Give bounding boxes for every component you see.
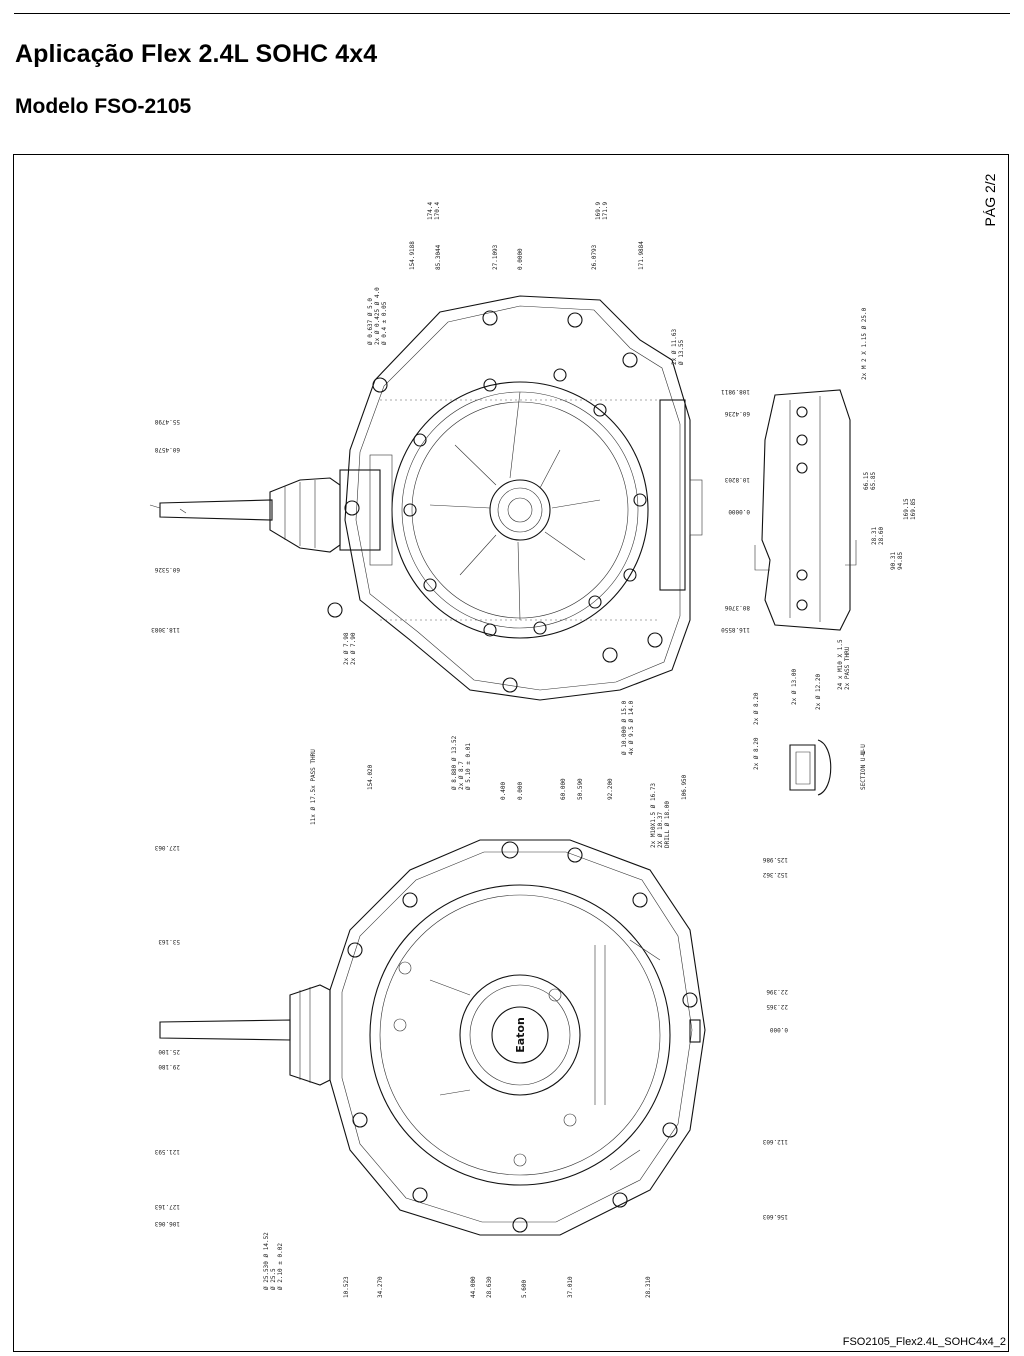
dim-label: 53.163 — [158, 938, 180, 945]
callout: Ø 8.880 Ø 13.522x Ø 8.7Ø 5.10 ± 0.01 — [451, 735, 472, 790]
section-dim: 90.3194.85 — [890, 552, 904, 570]
dim-label: 127.063 — [154, 844, 180, 851]
callout: 2x Ø 7.982x Ø 7.90 — [343, 632, 357, 665]
eaton-logo: Eaton — [514, 1017, 527, 1053]
dim-label: 116.8550 — [721, 626, 750, 633]
dim-label: 171.9884 — [638, 241, 645, 270]
dim-label: 60.000 — [560, 778, 567, 800]
dim-label: 55.4798 — [154, 418, 180, 425]
dim-label: 5.600 — [521, 1280, 528, 1298]
dim-label: 152.362 — [762, 871, 788, 878]
dimension-labels: 55.4798 60.4578 60.5326 118.3083 127.063… — [151, 202, 788, 1298]
section-dim: 169.15169.85 — [903, 498, 917, 520]
drawing-frame — [13, 154, 1009, 1352]
callout: U-U — [860, 744, 867, 755]
dim-label: 112.603 — [762, 1138, 788, 1145]
callout: Ø 0.637 Ø 5.02x Ø 0.425 Ø 4.0Ø 0.4 ± 0.0… — [367, 287, 388, 345]
dim-label: 28.630 — [486, 1276, 493, 1298]
header-rule — [14, 13, 1010, 14]
dim-label: 25.100 — [158, 1048, 180, 1055]
callout: 2x Ø 8.20 — [753, 692, 760, 725]
callout: Ø 25.530 Ø 14.52Ø 25.5Ø 2.10 ± 0.02 — [263, 1232, 284, 1290]
section-dim: 66.1565.85 — [863, 472, 877, 490]
dim-label: 37.010 — [567, 1276, 574, 1298]
dim-label: 121.593 — [154, 1148, 180, 1155]
callout: 11x Ø 17.5x PASS THRU — [310, 749, 317, 825]
dim-label: 60.4236 — [724, 410, 750, 417]
dim-label: 27.1093 — [492, 244, 499, 270]
callout: 2x Ø 13.00 — [791, 668, 798, 705]
callout: SECTION U-U — [860, 750, 867, 790]
dim-label: 174.4170.4 — [427, 202, 441, 220]
page-title: Aplicação Flex 2.4L SOHC 4x4 — [15, 40, 378, 68]
dim-label: 169.9171.9 — [595, 202, 609, 220]
dim-label: 60.4578 — [154, 446, 180, 453]
callout: 2x M10X1.5 Ø 16.732X Ø 10.37DRILL Ø 18.0… — [650, 783, 671, 848]
dim-label: 22.365 — [766, 1003, 788, 1010]
dim-label: 29.180 — [158, 1063, 180, 1070]
callout: 2x Ø 11.63Ø 13.55 — [671, 328, 685, 365]
callout: 2x Ø 12.20 — [815, 673, 822, 710]
dim-label: 92.200 — [607, 778, 614, 800]
callout: Ø 10.000 Ø 15.04x Ø 9.5 Ø 14.0 — [621, 700, 635, 755]
dim-label: 80.3706 — [724, 604, 750, 611]
dim-label: 0.000 — [770, 1026, 788, 1033]
dim-label: 127.163 — [154, 1203, 180, 1210]
top-housing-view — [149, 295, 703, 701]
callout-labels: Ø 0.637 Ø 5.02x Ø 0.425 Ø 4.0Ø 0.4 ± 0.0… — [263, 287, 917, 1290]
dim-label: 108.9811 — [721, 388, 750, 395]
dim-label: 0.0000 — [517, 248, 524, 270]
dim-label: 154.020 — [367, 764, 374, 790]
dim-label: 0.000 — [517, 782, 524, 800]
dim-label: 10.8203 — [724, 476, 750, 483]
dim-label: 106.063 — [154, 1220, 180, 1227]
bottom-housing-view: Eaton — [159, 839, 706, 1236]
dim-label: 118.3083 — [151, 626, 180, 633]
dim-label: 154.9188 — [409, 241, 416, 270]
callout: 2x M 2 X 1.15 Ø 25.0 — [861, 307, 868, 380]
side-detail-view — [754, 389, 857, 796]
dim-label: 28.310 — [645, 1276, 652, 1298]
dim-label: 0.0000 — [728, 508, 750, 515]
dim-label: 125.986 — [762, 856, 788, 863]
dim-label: 50.590 — [577, 778, 584, 800]
dim-label: 156.603 — [762, 1213, 788, 1220]
model-subtitle: Modelo FSO-2105 — [15, 95, 192, 118]
dim-label: 26.0793 — [591, 244, 598, 270]
drawing-code: FSO2105_Flex2.4L_SOHC4x4_2 — [842, 1336, 1006, 1348]
dim-label: 10.523 — [343, 1276, 350, 1298]
dim-label: 34.270 — [377, 1276, 384, 1298]
callout: 2x Ø 8.20 — [753, 737, 760, 770]
dim-label: 0.400 — [500, 782, 507, 800]
dim-label: 44.000 — [470, 1276, 477, 1298]
dim-label: 22.396 — [766, 988, 788, 995]
dim-label: 60.5326 — [154, 566, 180, 573]
dim-label: 106.950 — [681, 774, 688, 800]
section-dim: 28.3128.60 — [871, 527, 885, 545]
callout: 24 x M10 X 1.52x PASS THRU — [837, 639, 851, 690]
dim-label: 85.3044 — [435, 244, 442, 270]
